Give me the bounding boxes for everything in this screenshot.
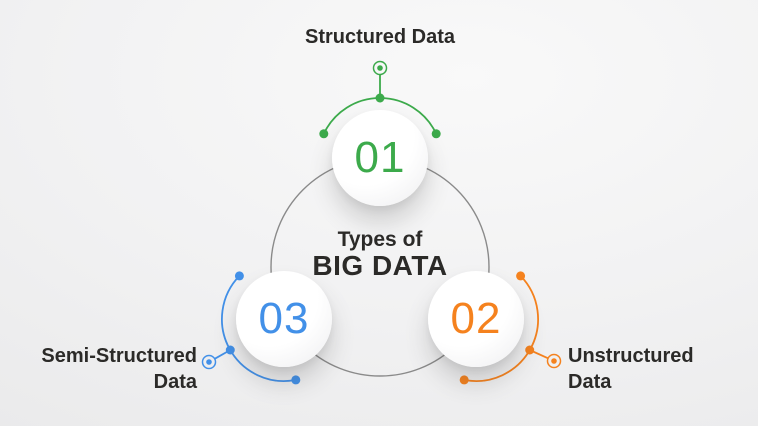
semi-structured-arc-mid-dot — [225, 345, 235, 355]
structured-arc-end-dot — [319, 129, 329, 139]
title-prefix: Types of — [337, 228, 423, 251]
unstructured-arc-end-dot — [516, 271, 526, 281]
unstructured-target-dot — [551, 358, 557, 364]
semi-structured-arc-end-dot — [234, 271, 244, 281]
label-unstructured-data: Unstructured Data — [568, 345, 694, 393]
center-title: Types of BIG DATA — [230, 228, 530, 282]
node-structured: 01 — [332, 110, 428, 206]
title-main: BIG DATA — [312, 250, 448, 282]
structured-arc-mid-dot — [375, 93, 385, 103]
structured-connector — [319, 60, 441, 139]
unstructured-target-ring — [546, 353, 562, 369]
structured-target-dot — [377, 65, 383, 71]
node-number-02: 02 — [450, 294, 502, 343]
label-structured-data: Structured Data — [304, 26, 456, 48]
semi-structured-target-ring — [201, 354, 217, 370]
unstructured-arc-end-dot — [459, 375, 469, 385]
structured-arc-end-dot — [431, 129, 441, 139]
semi-structured-target-dot — [206, 359, 212, 365]
node-unstructured: 02 — [428, 271, 524, 367]
semi-structured-arc-end-dot — [291, 375, 301, 385]
structured-target-ring — [372, 60, 388, 76]
node-number-01: 01 — [354, 133, 406, 182]
unstructured-connector — [459, 271, 562, 385]
unstructured-arc-mid-dot — [525, 345, 535, 355]
node-semi-structured: 03 — [236, 271, 332, 367]
label-semi-structured-data: Semi-Structured Data — [41, 345, 197, 393]
node-number-03: 03 — [258, 294, 310, 343]
semi-structured-connector — [201, 271, 301, 385]
